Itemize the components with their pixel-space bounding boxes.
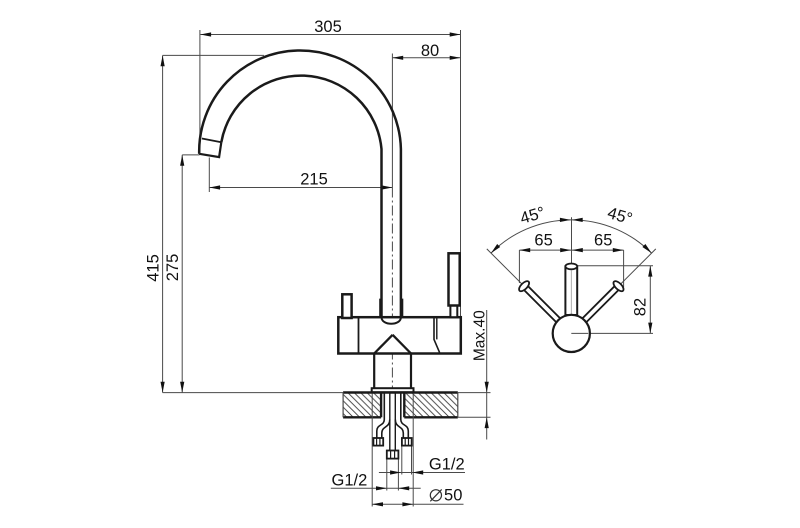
svg-text:65: 65 bbox=[534, 232, 552, 250]
svg-text:415: 415 bbox=[145, 254, 163, 282]
svg-text:80: 80 bbox=[421, 42, 439, 60]
svg-text:275: 275 bbox=[164, 254, 182, 282]
svg-text:305: 305 bbox=[314, 18, 342, 36]
svg-text:215: 215 bbox=[300, 171, 328, 189]
svg-text:G1/2: G1/2 bbox=[429, 455, 465, 473]
svg-text:G1/2: G1/2 bbox=[332, 471, 368, 489]
svg-text:65: 65 bbox=[594, 232, 612, 250]
svg-text:82: 82 bbox=[632, 298, 650, 316]
svg-text:Max.40: Max.40 bbox=[471, 310, 488, 361]
svg-text:50: 50 bbox=[444, 486, 462, 504]
